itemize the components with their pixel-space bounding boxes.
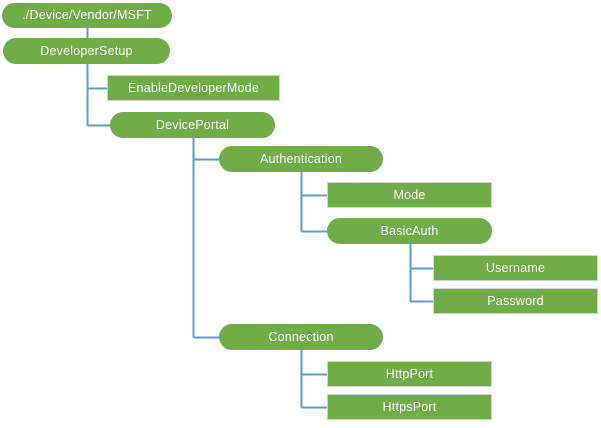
node-label-basicauth: BasicAuth	[380, 223, 439, 238]
node-label-mode: Mode	[393, 187, 426, 202]
node-httpsport[interactable]: HttpsPort	[327, 394, 492, 420]
node-label-password: Password	[487, 293, 544, 308]
node-basicauth[interactable]: BasicAuth	[327, 218, 492, 244]
node-developersetup[interactable]: DeveloperSetup	[3, 38, 170, 64]
node-mode[interactable]: Mode	[327, 182, 492, 208]
node-root[interactable]: ./Device/Vendor/MSFT	[2, 3, 172, 28]
node-connection[interactable]: Connection	[219, 324, 383, 350]
node-label-developersetup: DeveloperSetup	[40, 43, 133, 58]
node-label-username: Username	[485, 260, 546, 275]
node-authentication[interactable]: Authentication	[219, 146, 383, 172]
node-label-httpsport: HttpsPort	[382, 399, 437, 414]
node-label-root: ./Device/Vendor/MSFT	[22, 8, 152, 23]
node-label-authentication: Authentication	[259, 151, 343, 166]
node-httpport[interactable]: HttpPort	[327, 361, 492, 387]
node-username[interactable]: Username	[433, 255, 598, 281]
node-label-deviceportal: DevicePortal	[155, 117, 230, 132]
node-label-httpport: HttpPort	[385, 366, 434, 381]
node-deviceportal[interactable]: DevicePortal	[110, 112, 275, 138]
node-password[interactable]: Password	[433, 288, 598, 314]
node-label-connection: Connection	[268, 329, 334, 344]
node-enabledevelopermode[interactable]: EnableDeveloperMode	[107, 75, 280, 101]
node-label-enabledevelopermode: EnableDeveloperMode	[128, 80, 259, 95]
